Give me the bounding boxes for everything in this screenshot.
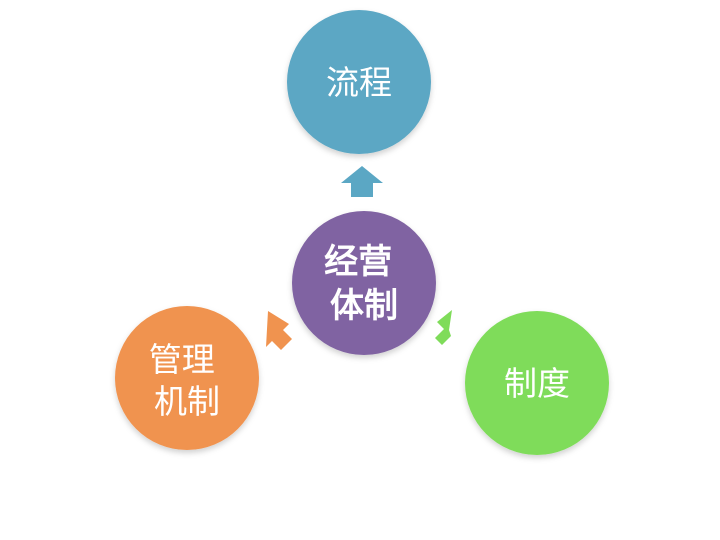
node-center-label: 经营 体制 bbox=[324, 242, 404, 326]
node-left-line-2: 机制 bbox=[154, 382, 220, 421]
node-right: 制度 bbox=[465, 311, 609, 455]
node-center-line-1: 经营 bbox=[324, 242, 392, 282]
node-top: 流程 bbox=[287, 10, 431, 154]
node-right-circle bbox=[465, 311, 609, 455]
node-top-label: 流程 bbox=[326, 63, 392, 102]
node-left-circle bbox=[115, 306, 259, 450]
node-center-line-2: 体制 bbox=[330, 286, 398, 326]
node-left-line-1: 管理 bbox=[149, 340, 215, 379]
arrow-to-right-node bbox=[435, 310, 452, 345]
node-top-circle bbox=[287, 10, 431, 154]
arrow-to-left-node bbox=[266, 311, 292, 350]
node-right-line-1: 制度 bbox=[504, 364, 570, 403]
node-left: 管理 机制 bbox=[115, 306, 259, 450]
node-center-circle bbox=[292, 211, 436, 355]
node-right-label: 制度 bbox=[504, 364, 570, 403]
arrow-up-to-top bbox=[341, 166, 383, 197]
node-center: 经营 体制 bbox=[292, 211, 436, 355]
node-left-label: 管理 机制 bbox=[149, 340, 226, 421]
node-top-line-1: 流程 bbox=[326, 63, 392, 102]
